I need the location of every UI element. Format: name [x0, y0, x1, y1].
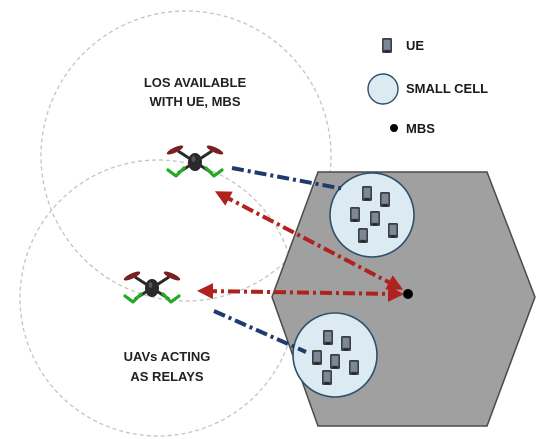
- ue-phone-icon: [312, 350, 322, 365]
- ue-phone-icon: [350, 207, 360, 222]
- legend-small-cell-label: SMALL CELL: [406, 81, 488, 96]
- ue-phone-icon: [323, 330, 333, 345]
- ue-phone-icon: [322, 370, 332, 385]
- small-cell-upper: [329, 172, 415, 258]
- ue-phone-icon: [370, 211, 380, 226]
- ue-phone-icon: [388, 223, 398, 238]
- ue-phone-icon: [330, 354, 340, 369]
- legend-mbs-label: MBS: [406, 121, 435, 136]
- backhaul-link-lower: [197, 283, 404, 302]
- backhaul-link-upper: [214, 191, 404, 290]
- access-link-lower: [213, 309, 307, 354]
- uav-drone-icon: [164, 142, 226, 178]
- annotation-bottom-line1: UAVs ACTING: [124, 349, 211, 364]
- ue-phone-icon: [362, 186, 372, 201]
- annotation-top-line1: LOS AVAILABLE: [144, 75, 247, 90]
- ue-phone-icon: [358, 228, 368, 243]
- annotation-bottom-line2: AS RELAYS: [130, 369, 204, 384]
- legend-mbs-dot-icon: [390, 124, 398, 132]
- uav1-coverage-circle: [40, 10, 332, 302]
- small-cell-lower: [292, 312, 378, 398]
- ue-phone-icon: [349, 360, 359, 375]
- legend-small-cell-icon: [367, 73, 399, 105]
- legend-ue-label: UE: [406, 38, 424, 53]
- access-link-upper: [231, 166, 345, 191]
- legend: UE SMALL CELL MBS: [367, 38, 488, 136]
- ue-phone-icon: [341, 336, 351, 351]
- ue-phone-icon: [380, 192, 390, 207]
- legend-ue-phone-icon: [382, 38, 392, 53]
- annotation-top-line2: WITH UE, MBS: [150, 94, 241, 109]
- mbs-node: [403, 289, 413, 299]
